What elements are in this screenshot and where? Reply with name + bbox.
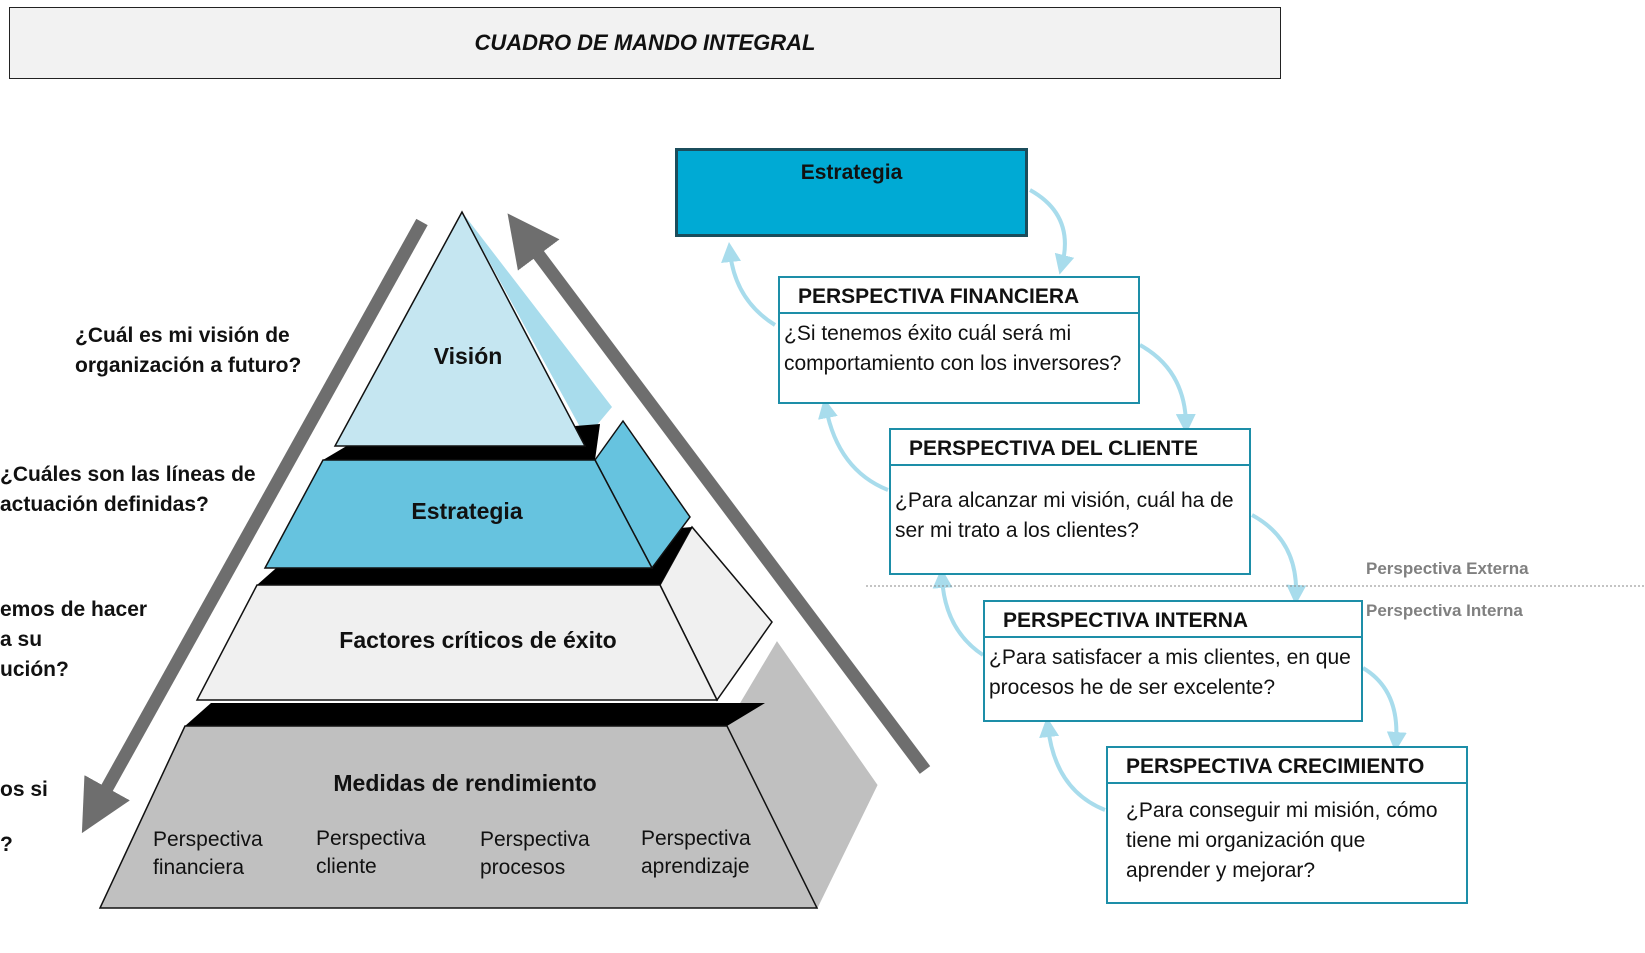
vision-shadow bbox=[462, 212, 612, 438]
medidas-top bbox=[185, 703, 765, 726]
estrategia-layer bbox=[263, 459, 654, 569]
perspective-question: ¿Para conseguir mi misión, cómo tiene mi… bbox=[1126, 799, 1438, 882]
flow-arrow-4 bbox=[818, 398, 889, 492]
question-estrategia: ¿Cuáles son las líneas de actuación defi… bbox=[0, 463, 256, 516]
flow-arrow-6 bbox=[932, 568, 985, 657]
question-medidas: os si ? bbox=[0, 778, 48, 856]
medidas-label: Medidas de rendimiento bbox=[333, 770, 597, 796]
perspective-question: ¿Para satisfacer a mis clientes, en que … bbox=[989, 646, 1351, 699]
flow-arrow-5 bbox=[1251, 513, 1307, 605]
sub-label-procesos: Perspectiva procesos bbox=[480, 828, 590, 879]
external-perspective-label: Perspectiva Externa bbox=[1366, 559, 1529, 578]
down-arrow bbox=[81, 218, 428, 834]
estrategia-label: Estrategia bbox=[411, 498, 523, 524]
flow-arrow-7 bbox=[1361, 666, 1407, 752]
perspective-title: PERSPECTIVA INTERNA bbox=[985, 602, 1361, 638]
strategy-box: Estrategia bbox=[675, 148, 1028, 237]
perspective-interna: PERSPECTIVA INTERNA ¿Para satisfacer a m… bbox=[983, 600, 1363, 722]
sub-label-financiera: Perspectiva financiera bbox=[153, 828, 263, 879]
vision-layer bbox=[333, 210, 587, 447]
question-factores: emos de hacer a su ución? bbox=[0, 598, 148, 681]
perspective-question: ¿Para alcanzar mi visión, cuál ha de ser… bbox=[895, 489, 1234, 542]
medidas-layer bbox=[98, 725, 819, 909]
perspective-cliente: PERSPECTIVA DEL CLIENTE ¿Para alcanzar m… bbox=[889, 428, 1251, 575]
flow-arrow-3 bbox=[1139, 343, 1196, 434]
strategy-box-label: Estrategia bbox=[800, 161, 903, 184]
perspective-financiera: PERSPECTIVA FINANCIERA ¿Si tenemos éxito… bbox=[778, 276, 1140, 404]
flow-arrow-1 bbox=[1029, 188, 1075, 275]
flow-arrow-2 bbox=[721, 242, 777, 327]
question-vision: ¿Cuál es mi visión de organización a fut… bbox=[75, 324, 302, 377]
flow-arrow-8 bbox=[1039, 717, 1106, 812]
diagram-title: CUADRO DE MANDO INTEGRAL bbox=[9, 7, 1281, 79]
factores-label: Factores críticos de éxito bbox=[339, 627, 617, 653]
sub-label-aprendizaje: Perspectiva aprendizaje bbox=[641, 827, 751, 878]
vision-label: Visión bbox=[433, 343, 503, 369]
internal-perspective-label: Perspectiva Interna bbox=[1366, 601, 1523, 620]
perspective-crecimiento: PERSPECTIVA CRECIMIENTO ¿Para conseguir … bbox=[1106, 746, 1468, 904]
perspective-title: PERSPECTIVA FINANCIERA bbox=[780, 278, 1138, 314]
up-arrow bbox=[507, 213, 931, 774]
factores-layer bbox=[195, 584, 719, 701]
perspective-title: PERSPECTIVA CRECIMIENTO bbox=[1108, 748, 1466, 784]
perspective-title: PERSPECTIVA DEL CLIENTE bbox=[891, 430, 1249, 466]
perspective-question: ¿Si tenemos éxito cuál será mi comportam… bbox=[784, 322, 1122, 375]
sub-label-cliente: Perspectiva cliente bbox=[316, 827, 426, 878]
